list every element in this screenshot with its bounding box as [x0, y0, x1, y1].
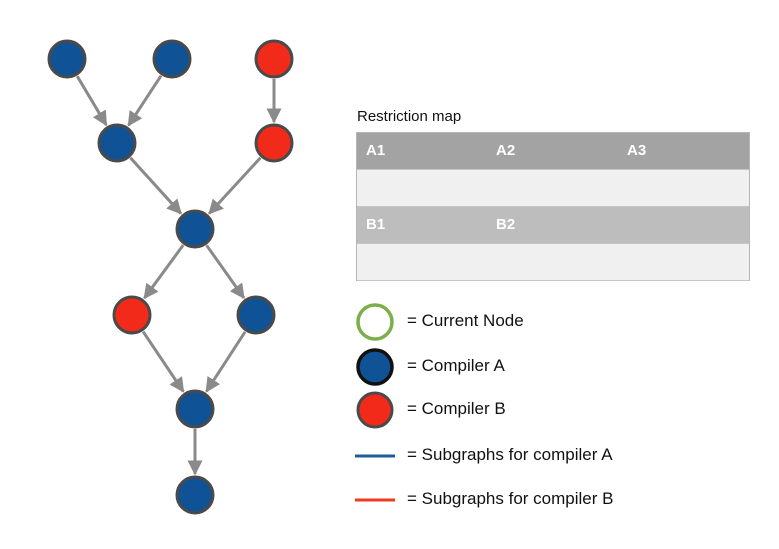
- graph-edge-n5-n6: [208, 156, 262, 215]
- restriction-map-title: Restriction map: [357, 108, 462, 125]
- restriction-row-empty: [357, 170, 749, 207]
- restriction-row-a: A1 A2 A3: [357, 133, 749, 170]
- legend-label: = Current Node: [407, 311, 524, 330]
- legend-compiler-b: = Compiler B: [355, 390, 765, 430]
- graph-node-n1-compiler-a: [47, 39, 87, 79]
- legend-current-node: = Current Node: [355, 302, 765, 342]
- graph-node-n3-compiler-b: [254, 39, 294, 79]
- graph-node-n7-compiler-b: [112, 295, 152, 335]
- graph-node-n9-compiler-a: [175, 389, 215, 429]
- graph-node-n6-compiler-a: [175, 209, 215, 249]
- legend-compiler-a: = Compiler A: [355, 347, 765, 387]
- graph-edge-n6-n7: [143, 244, 185, 300]
- subgraph-a-line-icon: [355, 454, 395, 458]
- graph-node-n8-compiler-a: [236, 295, 276, 335]
- restriction-row-empty: [357, 244, 749, 281]
- legend-label: = Compiler B: [407, 399, 506, 418]
- compiler-b-node-icon: [356, 391, 394, 429]
- restriction-cell-b2: B2: [496, 216, 516, 233]
- graph-node-n10-compiler-a: [175, 475, 215, 515]
- restriction-cell-a1: A1: [366, 142, 386, 159]
- graph-edge-n2-n4: [127, 74, 163, 127]
- graph-node-n2-compiler-a: [152, 39, 192, 79]
- legend-subgraph-a: = Subgraphs for compiler A: [355, 436, 765, 476]
- restriction-cell-a2: A2: [496, 142, 516, 159]
- restriction-cell-a3: A3: [627, 142, 647, 159]
- legend-label: = Subgraphs for compiler B: [407, 489, 614, 508]
- restriction-row-b: B1 B2: [357, 207, 749, 244]
- legend-label: = Subgraphs for compiler A: [407, 445, 613, 464]
- graph-node-n5-compiler-b: [254, 123, 294, 163]
- compiler-a-node-icon: [356, 348, 394, 386]
- graph-node-n4-compiler-a: [97, 123, 137, 163]
- graph-edge-n4-n6: [129, 156, 183, 215]
- graph-edge-n1-n4: [75, 75, 108, 127]
- dependency-graph: [47, 39, 294, 515]
- graph-edge-n7-n9: [141, 330, 185, 393]
- restriction-cell-b1: B1: [366, 216, 386, 233]
- subgraph-b-line-icon: [355, 498, 395, 502]
- restriction-map-table: A1 A2 A3 B1 B2: [356, 132, 750, 281]
- current-node-icon: [356, 303, 394, 341]
- graph-edge-n8-n9: [205, 330, 247, 393]
- graph-edges: [75, 74, 282, 476]
- legend-subgraph-b: = Subgraphs for compiler B: [355, 480, 765, 520]
- graph-edge-n6-n8: [205, 244, 246, 300]
- graph-nodes: [47, 39, 294, 515]
- legend-label: = Compiler A: [407, 356, 505, 375]
